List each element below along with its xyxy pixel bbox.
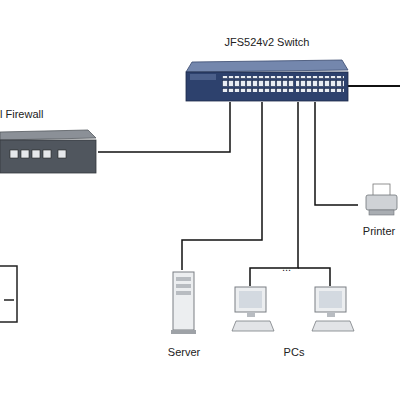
server-bay <box>176 277 191 281</box>
cut-off-device <box>0 266 17 322</box>
pc-stand <box>327 312 335 317</box>
network-cable <box>182 102 262 270</box>
server-icon <box>171 272 196 334</box>
pc-icon <box>232 287 274 331</box>
printer-tray <box>369 210 394 215</box>
switch-logo-plate <box>190 74 216 80</box>
network-cable <box>98 102 230 152</box>
pc-stand <box>247 312 255 317</box>
firewall-top <box>0 130 96 140</box>
switch-front <box>186 72 348 101</box>
pc-screen <box>319 291 342 308</box>
server-bay <box>176 284 191 288</box>
server-node: Server <box>158 270 210 362</box>
firewall-port <box>43 150 51 158</box>
node-label: PCs <box>228 346 360 359</box>
firewall-device <box>0 130 96 173</box>
firewall-port <box>58 150 66 158</box>
switch-ports <box>296 76 344 92</box>
switch-ports <box>222 76 294 92</box>
firewall-port <box>32 150 40 158</box>
uplink-wire <box>346 85 400 87</box>
network-cable <box>250 102 298 286</box>
pcs-node: PCs <box>228 286 360 362</box>
node-label: JFS524v2 Switch <box>186 36 348 49</box>
printer-paper <box>373 184 390 196</box>
firewall-node: l Firewall <box>0 108 98 174</box>
bus-wire <box>298 268 330 286</box>
server-base <box>171 330 196 334</box>
cut-off-mark <box>4 299 14 301</box>
server-tower <box>173 272 194 330</box>
printer-node: Printer <box>358 183 400 239</box>
firewall-port <box>10 150 18 158</box>
ellipsis-label: ... <box>282 261 291 274</box>
pc-keyboard <box>232 321 274 331</box>
pc-keyboard <box>312 321 354 331</box>
firewall-port <box>21 150 29 158</box>
switch-node: JFS524v2 Switch <box>186 36 348 102</box>
switch-device <box>186 60 348 101</box>
pc-icon <box>312 287 354 331</box>
switch-top <box>186 60 348 72</box>
pc-screen <box>239 291 262 308</box>
pc-monitor <box>235 287 266 312</box>
server-bay <box>176 291 191 295</box>
node-label: l Firewall <box>0 108 98 121</box>
printer-icon <box>366 184 397 215</box>
printer-body <box>366 195 397 210</box>
node-label: Printer <box>358 225 400 238</box>
network-cable <box>315 102 358 205</box>
node-label: Server <box>158 346 210 359</box>
pc-monitor <box>315 287 346 312</box>
firewall-front <box>0 140 96 173</box>
